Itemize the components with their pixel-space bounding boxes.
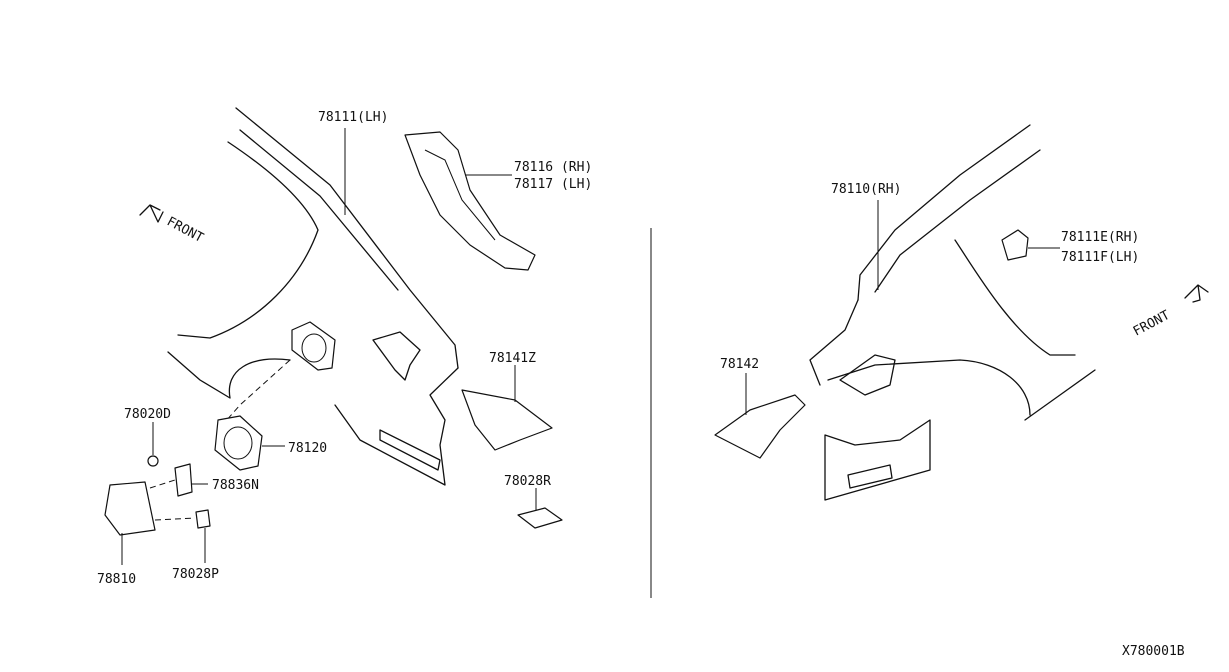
- label-front-left: FRONT: [164, 214, 206, 246]
- label-78836n: 78836N: [212, 478, 259, 493]
- part-78142: [714, 373, 806, 459]
- label-78111-lh: 78111(LH): [318, 110, 388, 125]
- label-78028p: 78028P: [172, 567, 219, 582]
- label-78141z: 78141Z: [489, 351, 536, 366]
- label-78116-rh: 78116 (RH): [514, 160, 592, 175]
- hinge-78836n: [174, 463, 208, 497]
- label-78111e-rh: 78111E(RH): [1061, 230, 1139, 245]
- part-78141z: [461, 365, 553, 451]
- fuel-filler-pocket-upper: [291, 321, 336, 371]
- label-78111f-lh: 78111F(LH): [1061, 250, 1139, 265]
- fuel-filler-lid-78810: [104, 479, 196, 565]
- front-arrow-left: [139, 204, 164, 223]
- label-78120: 78120: [288, 441, 327, 456]
- label-78028r: 78028R: [504, 474, 551, 489]
- part-78111e: [1001, 229, 1060, 261]
- front-arrow-right: [1184, 284, 1209, 303]
- diagram-code: X780001B: [1122, 644, 1185, 659]
- screw-78020d: [147, 422, 159, 467]
- lh-rear-fender-panel: [167, 107, 459, 486]
- pad-78028r: [517, 488, 563, 529]
- label-front-right: FRONT: [1131, 308, 1173, 340]
- bumper-78028p: [195, 509, 211, 563]
- label-78020d: 78020D: [124, 407, 171, 422]
- rh-rear-fender-panel: [809, 124, 1096, 501]
- label-78142: 78142: [720, 357, 759, 372]
- label-78117-lh: 78117 (LH): [514, 177, 592, 192]
- label-78810: 78810: [97, 572, 136, 587]
- wheelhouse-extension-78116: [404, 131, 536, 271]
- fuel-filler-base-78120: [214, 415, 285, 471]
- label-78110-rh: 78110(RH): [831, 182, 901, 197]
